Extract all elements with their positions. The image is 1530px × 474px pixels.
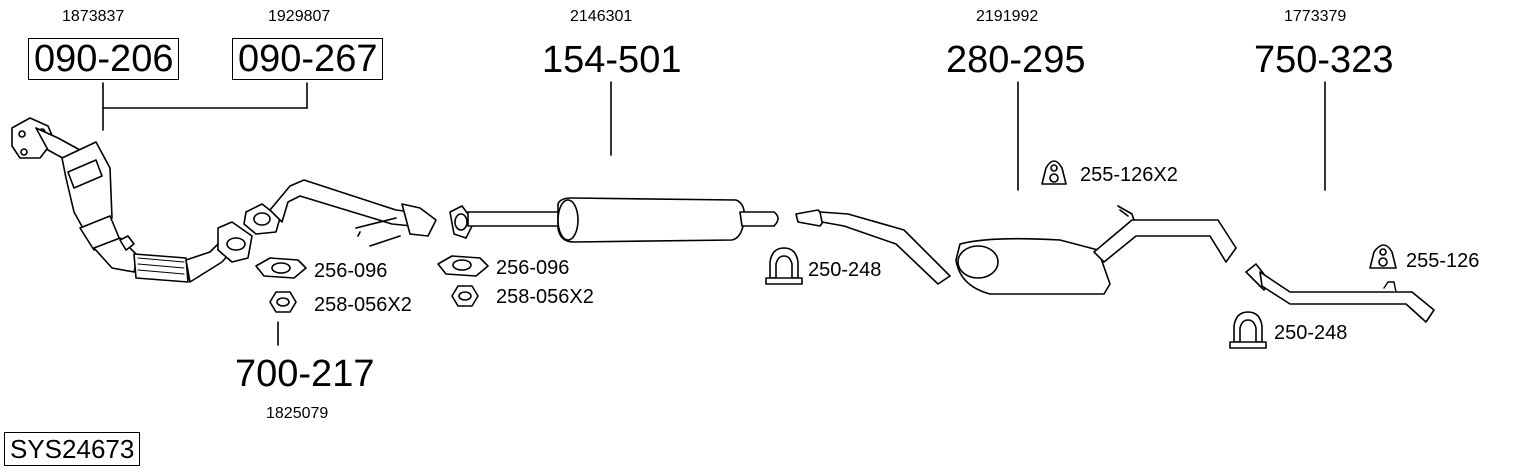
accessory-label-7[interactable]: 255-126 — [1406, 250, 1480, 272]
accessory-label-8[interactable]: 250-248 — [1274, 322, 1348, 344]
tail-pipe — [1245, 263, 1435, 323]
oe-number-5: 1773379 — [1284, 8, 1347, 25]
system-code: SYS24673 — [4, 432, 141, 466]
part-number-2[interactable]: 090-267 — [232, 38, 384, 80]
accessory-label-1[interactable]: 256-096 — [314, 260, 388, 282]
oe-number-6: 1825079 — [266, 405, 329, 422]
oe-number-4: 2191992 — [976, 8, 1039, 25]
accessory-label-6[interactable]: 255-126X2 — [1080, 164, 1178, 186]
nut-icon-2 — [451, 285, 479, 307]
oe-number-1: 1873837 — [62, 8, 125, 25]
front-silencer — [449, 197, 779, 243]
oe-number-3: 2146301 — [570, 8, 633, 25]
gasket-icon-1 — [255, 257, 307, 279]
accessory-label-5[interactable]: 250-248 — [808, 259, 882, 281]
accessory-label-4[interactable]: 258-056X2 — [496, 286, 594, 308]
accessory-label-3[interactable]: 256-096 — [496, 257, 570, 279]
oe-number-2: 1929807 — [268, 8, 331, 25]
rubber-mount-icon-1 — [1041, 160, 1067, 185]
accessory-label-2[interactable]: 258-056X2 — [314, 294, 412, 316]
gasket-icon-2 — [437, 255, 489, 277]
part-number-5[interactable]: 750-323 — [1254, 39, 1394, 81]
leader-lines — [102, 81, 1326, 346]
part-number-4[interactable]: 280-295 — [946, 39, 1086, 81]
nut-icon-1 — [269, 291, 297, 313]
clamp-icon-2 — [1229, 311, 1267, 349]
clamp-icon-1 — [765, 247, 803, 285]
rubber-mount-icon-2 — [1369, 244, 1397, 269]
rear-silencer — [795, 205, 1237, 295]
intermediate-pipe — [243, 179, 437, 247]
front-pipe-catalyst — [11, 117, 253, 283]
part-number-3[interactable]: 154-501 — [542, 39, 682, 81]
part-number-6[interactable]: 700-217 — [235, 353, 375, 395]
part-number-1[interactable]: 090-206 — [28, 38, 180, 80]
